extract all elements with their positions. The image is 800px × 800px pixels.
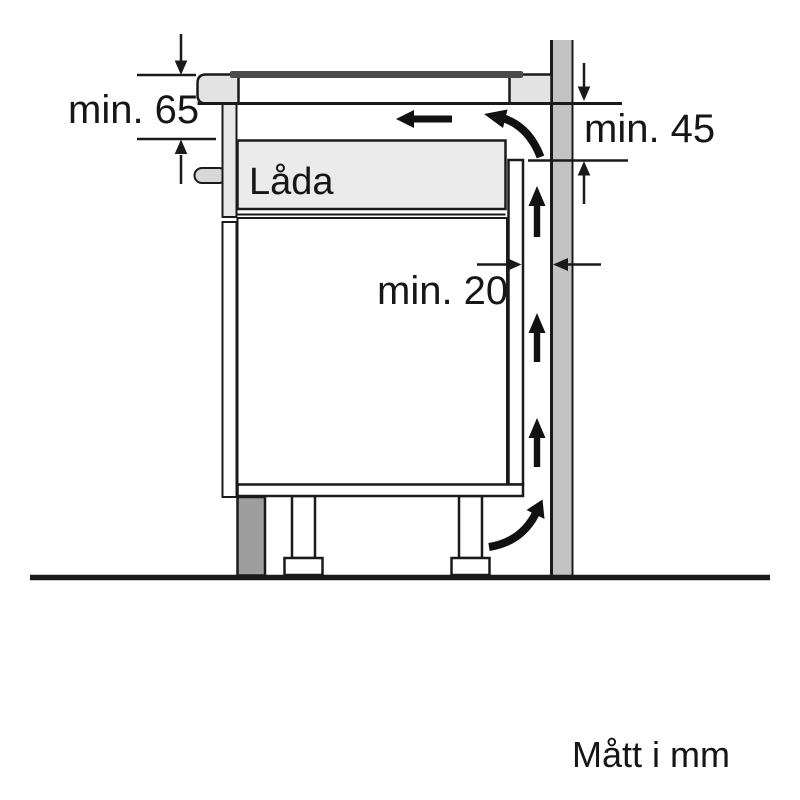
adjustable-leg-rear xyxy=(450,494,491,577)
dim-label-min-65: min. 65 xyxy=(68,88,199,132)
cabinet-interior xyxy=(236,217,508,486)
airflow-up-arrow-icon xyxy=(528,186,546,237)
dim-arrow-right-icon xyxy=(507,258,522,271)
drawer-front-panel xyxy=(221,102,238,218)
airflow-left-arrow-icon xyxy=(396,110,452,128)
adjustable-leg-front xyxy=(283,494,324,577)
airflow-up-arrow-icon xyxy=(528,418,546,467)
units-note: Mått i mm xyxy=(572,734,730,775)
airflow-curve-top-icon xyxy=(484,109,545,159)
dimension-min-65: min. 65 xyxy=(68,34,216,184)
airflow-curve-bottom-icon xyxy=(488,499,545,551)
dim-label-min-45: min. 45 xyxy=(584,107,715,151)
airflow-up-arrow-icon xyxy=(528,313,546,362)
dim-arrow-down-icon xyxy=(174,60,188,75)
leg-foot xyxy=(450,556,491,577)
dim-label-min-20: min. 20 xyxy=(377,269,508,313)
leg-foot xyxy=(283,556,324,577)
worktop-rear-section xyxy=(508,73,553,105)
dimension-min-45: min. 45 xyxy=(528,63,715,204)
leg-stem xyxy=(457,494,484,560)
hob-glass-panel xyxy=(230,71,523,78)
dimension-min-20: min. 20 xyxy=(377,258,601,313)
drawer-label: Låda xyxy=(249,161,334,203)
cabinet-front-panel xyxy=(221,221,238,498)
leg-stem xyxy=(290,494,317,560)
wall xyxy=(550,40,574,575)
dim-arrow-up-icon xyxy=(174,139,188,154)
worktop-front-section xyxy=(196,73,240,105)
cabinet-bottom-shelf xyxy=(236,483,525,498)
cabinet-back-panel xyxy=(507,158,525,486)
wall-fill xyxy=(552,40,572,575)
plinth-panel xyxy=(236,495,267,577)
dim-arrow-left-icon xyxy=(553,258,568,271)
dim-arrow-up-icon xyxy=(577,161,591,176)
dim-arrow-down-icon xyxy=(577,86,591,101)
drawer-box xyxy=(236,139,507,211)
